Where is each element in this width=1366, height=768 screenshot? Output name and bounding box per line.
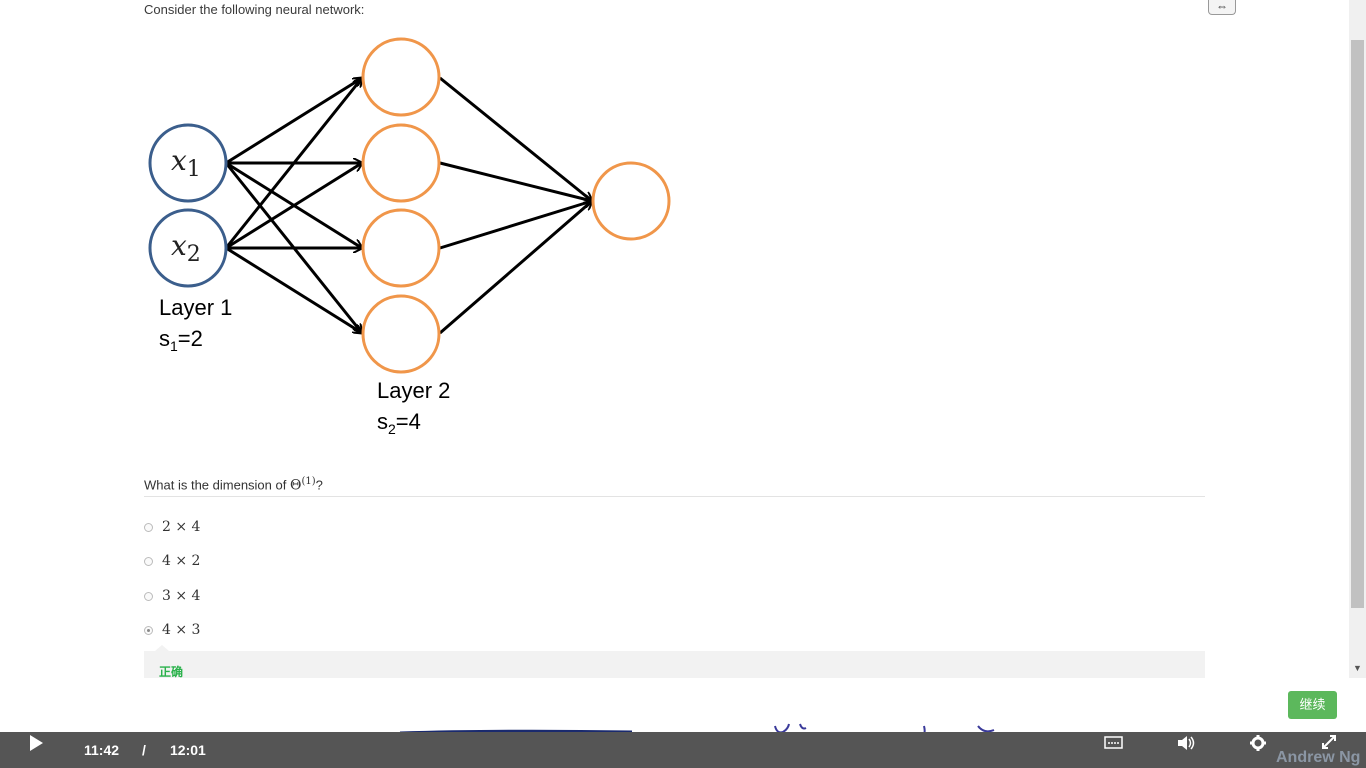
layer1-label: Layer 1 [159,295,232,320]
edge [225,163,362,250]
edge [225,78,362,165]
neural-network-diagram: x1 x2 Layer 1 s1=2 Layer 2 s2=4 [148,37,671,437]
fullscreen-icon[interactable] [1322,735,1336,749]
layer1-size: s1=2 [159,326,203,354]
question-text: What is the dimension of Θ(1)? [144,476,323,494]
input-node-x2 [148,208,228,288]
expand-button[interactable]: ⇔ [1208,0,1236,15]
settings-icon[interactable] [1250,735,1266,751]
layer2-size: s2=4 [377,409,421,437]
edge [439,201,592,250]
question-prompt: Consider the following neural network: [144,2,365,17]
radio-button[interactable] [144,557,153,566]
hidden-node [361,37,441,117]
play-icon[interactable] [30,735,43,751]
connection-edges [224,76,592,335]
question-divider [144,496,1205,497]
feedback-box [144,651,1205,678]
edge [225,246,362,333]
x1-label: x1 [171,144,201,182]
video-frame [0,678,1366,732]
edge [224,78,362,249]
video-handwriting [399,723,995,732]
radio-button[interactable] [144,523,153,532]
answer-label: 3 × 4 [162,588,201,604]
scrollbar-thumb[interactable] [1351,40,1364,608]
x2-label: x2 [171,229,201,267]
radio-button-checked[interactable] [144,626,153,635]
time-separator: / [142,742,146,758]
answer-label: 4 × 2 [162,553,201,569]
output-node [591,161,671,241]
volume-icon[interactable] [1177,735,1197,751]
total-time: 12:01 [170,742,206,758]
edge [439,76,592,201]
continue-button[interactable]: 继续 [1288,691,1337,719]
answer-label: 2 × 4 [162,519,201,535]
lecturer-watermark: Andrew Ng [1276,749,1361,766]
scroll-down-arrow[interactable]: ▼ [1353,663,1362,673]
current-time: 11:42 [84,742,120,758]
radio-button[interactable] [144,592,153,601]
theta-symbol: Θ [289,477,302,494]
hidden-node [361,294,441,374]
captions-icon[interactable] [1104,736,1124,750]
feedback-correct-label: 正确 [159,665,184,678]
hidden-node [361,208,441,288]
hidden-node [361,123,441,203]
feedback-pointer [155,645,169,651]
expand-icon: ⇔ [1216,0,1228,13]
answer-label: 4 × 3 [162,622,201,638]
quiz-panel: Consider the following neural network: ⇔ [144,0,1366,678]
edge [439,201,592,335]
edge [439,161,592,201]
layer2-label: Layer 2 [377,378,450,403]
input-node-x1 [148,123,228,203]
video-controls-bar [0,732,1366,768]
